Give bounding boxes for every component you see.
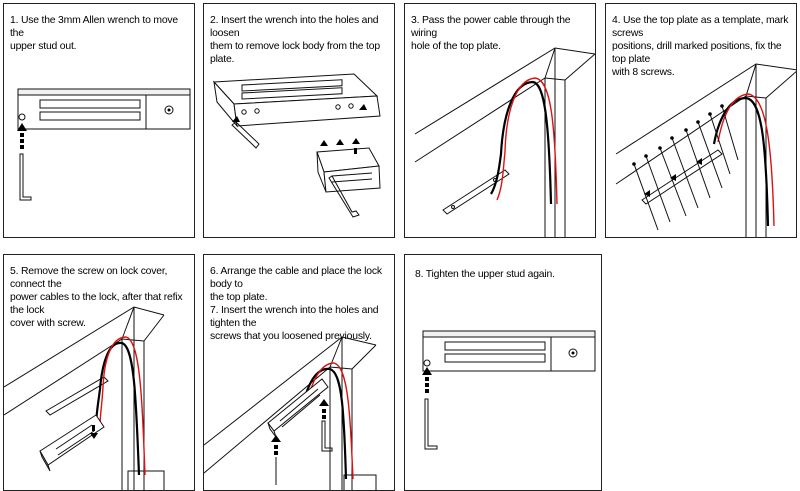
lock-body xyxy=(316,147,381,193)
step-5-illustration xyxy=(4,306,165,490)
allen-wrench xyxy=(424,398,438,450)
screws xyxy=(632,104,739,231)
step-3-illustration xyxy=(414,47,595,237)
step-3-caption: 3. Pass the power cable through the wiri… xyxy=(411,15,571,52)
lock-body xyxy=(17,88,191,130)
step-5-caption: 5. Remove the screw on lock cover, conne… xyxy=(10,266,183,329)
step-2-illustration xyxy=(212,73,381,218)
insert-arrows xyxy=(271,399,329,485)
black-cable xyxy=(94,341,141,476)
allen-wrench xyxy=(19,153,32,201)
black-cable xyxy=(712,96,770,227)
lock-body xyxy=(267,378,329,438)
lock-top-plate xyxy=(422,330,596,338)
door-frame xyxy=(4,306,165,490)
step-3-panel: 3. Pass the power cable through the wiri… xyxy=(404,3,596,238)
step-4-illustration xyxy=(615,63,796,237)
step-2-caption: 2. Insert the wrench into the holes and … xyxy=(210,15,380,65)
allen-wrench-2 xyxy=(328,175,360,218)
lock-top-plate xyxy=(17,88,191,96)
red-cable xyxy=(717,93,775,227)
red-cable xyxy=(496,77,558,205)
door-frame xyxy=(204,336,377,490)
step-6-illustration xyxy=(204,336,377,490)
step-1-caption: 1. Use the 3mm Allen wrench to move the … xyxy=(10,15,178,52)
stud-arrow xyxy=(422,359,432,393)
step-8-panel: 8. Tighten the upper stud again. xyxy=(404,254,602,491)
step-1-panel: 1. Use the 3mm Allen wrench to move the … xyxy=(3,3,195,238)
black-cable xyxy=(490,80,553,205)
allen-wrench xyxy=(321,420,333,452)
step-5-panel: 5. Remove the screw on lock cover, conne… xyxy=(3,254,195,491)
step-6-caption: 6. Arrange the cable and place the lock … xyxy=(210,266,382,342)
lock-body xyxy=(39,414,105,472)
black-cable xyxy=(302,367,348,480)
step-6-panel: 6. Arrange the cable and place the lock … xyxy=(203,254,395,491)
red-cable xyxy=(99,336,146,476)
stud-hole xyxy=(164,105,174,115)
allen-wrench xyxy=(231,121,260,149)
top-plate xyxy=(442,169,510,215)
step-2-panel: 2. Insert the wrench into the holes and … xyxy=(203,3,395,238)
top-plate xyxy=(212,73,381,128)
top-plate xyxy=(45,376,109,416)
stud-arrow xyxy=(17,113,27,149)
step-4-panel: 4. Use the top plate as a template, mark… xyxy=(605,3,797,238)
red-cable xyxy=(307,362,354,480)
step-8-caption: 8. Tighten the upper stud again. xyxy=(415,269,555,280)
stud-hole xyxy=(568,348,578,358)
step-4-caption: 4. Use the top plate as a template, mark… xyxy=(612,15,789,78)
step-1-illustration xyxy=(17,88,191,201)
lock-body xyxy=(422,330,596,372)
step-8-illustration xyxy=(422,330,596,450)
